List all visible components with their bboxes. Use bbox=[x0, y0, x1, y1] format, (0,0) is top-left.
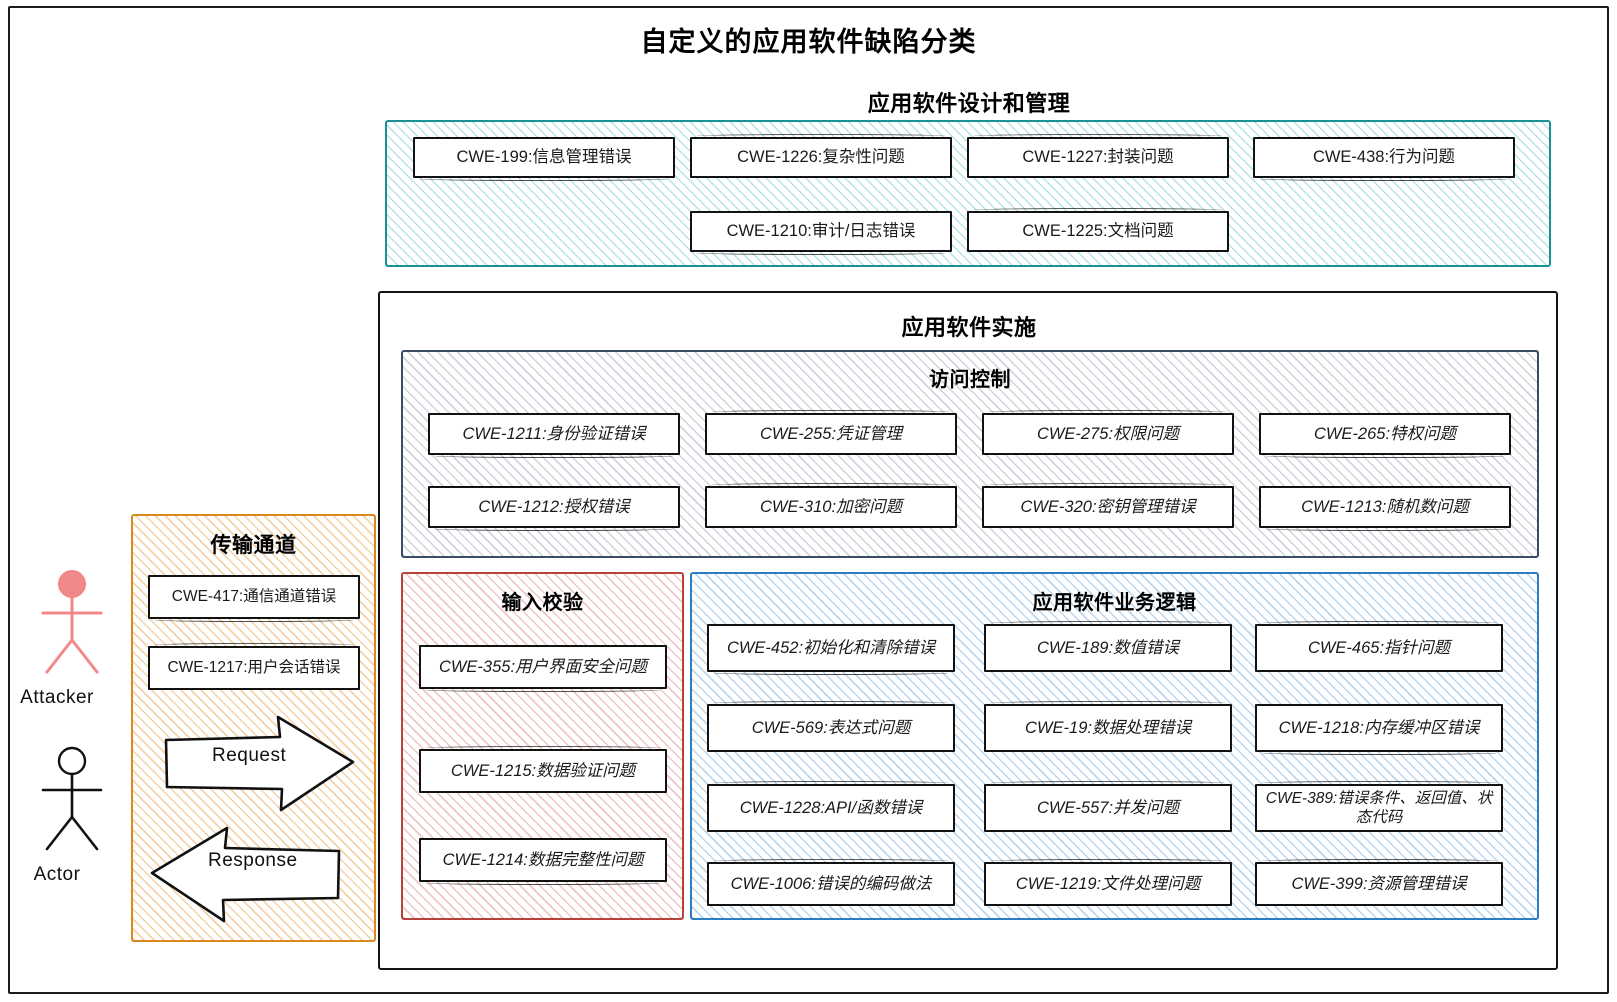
cwe-box[interactable]: CWE-265:特权问题 bbox=[1259, 413, 1511, 458]
actor-icon bbox=[41, 746, 103, 851]
cwe-box[interactable]: CWE-1227:封装问题 bbox=[967, 134, 1229, 178]
cwe-box[interactable]: CWE-1215:数据验证问题 bbox=[419, 746, 667, 793]
cwe-box[interactable]: CWE-255:凭证管理 bbox=[705, 410, 957, 455]
cwe-box[interactable]: CWE-199:信息管理错误 bbox=[413, 137, 675, 181]
response-arrow bbox=[150, 826, 341, 923]
cwe-box[interactable]: CWE-569:表达式问题 bbox=[707, 701, 955, 752]
cwe-box[interactable]: CWE-1225:文档问题 bbox=[967, 208, 1229, 252]
page-title: 自定义的应用软件缺陷分类 bbox=[640, 27, 977, 57]
cwe-box[interactable]: CWE-557:并发问题 bbox=[984, 781, 1232, 832]
cwe-box[interactable]: CWE-1212:授权错误 bbox=[428, 486, 680, 531]
design-section-title: 应用软件设计和管理 bbox=[867, 91, 1071, 116]
cwe-box[interactable]: CWE-1211:身份验证错误 bbox=[428, 413, 680, 458]
business-logic-title: 应用软件业务逻辑 bbox=[1032, 592, 1197, 614]
cwe-box[interactable]: CWE-1214:数据完整性问题 bbox=[419, 838, 667, 885]
attacker-label: Attacker bbox=[20, 687, 94, 708]
cwe-box[interactable]: CWE-399:资源管理错误 bbox=[1255, 859, 1503, 906]
cwe-box[interactable]: CWE-19:数据处理错误 bbox=[984, 701, 1232, 752]
cwe-box[interactable]: CWE-1210:审计/日志错误 bbox=[690, 211, 952, 255]
cwe-box[interactable]: CWE-189:数值错误 bbox=[984, 621, 1232, 672]
implementation-section-title: 应用软件实施 bbox=[901, 315, 1037, 340]
cwe-box[interactable]: CWE-1213:随机数问题 bbox=[1259, 486, 1511, 531]
cwe-box[interactable]: CWE-1226:复杂性问题 bbox=[690, 134, 952, 178]
cwe-box[interactable]: CWE-1218:内存缓冲区错误 bbox=[1255, 704, 1503, 755]
attacker-figure-group: Attacker bbox=[12, 568, 132, 709]
cwe-box[interactable]: CWE-438:行为问题 bbox=[1253, 137, 1515, 181]
actor-label: Actor bbox=[33, 864, 81, 885]
request-arrow bbox=[164, 715, 355, 812]
cwe-box[interactable]: CWE-417:通信通道错误 bbox=[148, 575, 360, 622]
cwe-box[interactable]: CWE-355:用户界面安全问题 bbox=[419, 645, 667, 692]
attacker-icon bbox=[41, 570, 103, 674]
cwe-box[interactable]: CWE-465:指针问题 bbox=[1255, 621, 1503, 672]
cwe-box[interactable]: CWE-310:加密问题 bbox=[705, 483, 957, 528]
input-validation-title: 输入校验 bbox=[501, 592, 584, 614]
cwe-box[interactable]: CWE-275:权限问题 bbox=[982, 410, 1234, 455]
response-label: Response bbox=[208, 850, 298, 871]
cwe-box[interactable]: CWE-1228:API/函数错误 bbox=[707, 781, 955, 832]
transmission-channel-title: 传输通道 bbox=[210, 534, 297, 557]
cwe-box[interactable]: CWE-320:密钥管理错误 bbox=[982, 483, 1234, 528]
access-control-title: 访问控制 bbox=[929, 369, 1011, 391]
cwe-box[interactable]: CWE-1006:错误的编码做法 bbox=[707, 859, 955, 906]
cwe-box[interactable]: CWE-1219:文件处理问题 bbox=[984, 859, 1232, 906]
cwe-box[interactable]: CWE-1217:用户会话错误 bbox=[148, 643, 360, 690]
outer-frame bbox=[8, 6, 1609, 994]
actor-figure-group: Actor bbox=[12, 745, 132, 886]
cwe-box[interactable]: CWE-389:错误条件、返回值、状态代码 bbox=[1255, 781, 1503, 832]
request-label: Request bbox=[212, 745, 287, 766]
cwe-box[interactable]: CWE-452:初始化和清除错误 bbox=[707, 624, 955, 675]
